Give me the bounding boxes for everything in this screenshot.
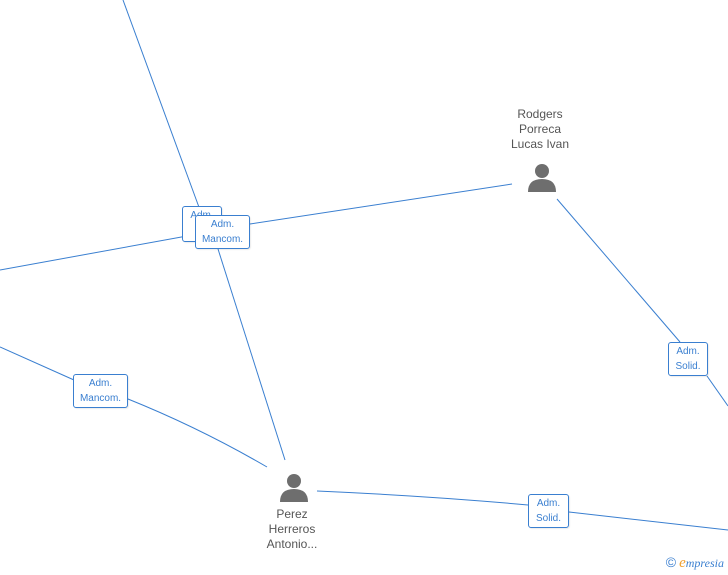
- relation-badge-mancom-top[interactable]: Adm. Mancom.: [195, 215, 250, 249]
- relation-label-line: Mancom.: [79, 393, 122, 404]
- person-icon[interactable]: [279, 472, 309, 502]
- edge-mancom-top-to-rodgers: [249, 183, 513, 225]
- person-icon[interactable]: [527, 162, 557, 192]
- edge-left-to-mancom-top: [0, 233, 199, 271]
- brand-initial: e: [679, 555, 686, 571]
- relation-label-line: Adm.: [536, 498, 561, 509]
- brand-watermark: ©empresia: [666, 554, 724, 572]
- edge-top-to-hidden: [122, 0, 201, 211]
- person-name-line: Antonio...: [266, 537, 318, 551]
- person-name-line: Perez: [276, 507, 308, 521]
- relation-label-line: Adm.: [210, 219, 235, 230]
- person-name-line: Porreca: [518, 122, 562, 136]
- edge-solid-bottom-to-offscreen: [568, 511, 728, 531]
- person-name-line: Rodgers: [517, 107, 563, 121]
- relation-badge-solid-bottom[interactable]: Adm. Solid.: [528, 494, 569, 528]
- person-name-line: Lucas Ivan: [510, 137, 570, 151]
- relation-label-line: Solid.: [535, 513, 561, 524]
- relation-label-line: Solid.: [675, 361, 701, 372]
- relation-badge-mancom-left[interactable]: Adm. Mancom.: [73, 374, 128, 408]
- edge-mancom-top-to-perez: [217, 248, 286, 461]
- relation-badge-solid-right[interactable]: Adm. Solid.: [668, 342, 708, 376]
- edge-rodgers-to-solid-right: [556, 198, 681, 343]
- edge-left-to-mancom-left: [0, 346, 75, 381]
- person-name-line: Herreros: [268, 522, 316, 536]
- edge-solid-right-to-offscreen: [706, 375, 728, 407]
- copyright-icon: ©: [665, 554, 677, 570]
- edge-mancom-left-to-perez: [127, 398, 268, 468]
- relation-label-line: Mancom.: [201, 234, 244, 245]
- edge-perez-to-solid-bottom: [316, 490, 529, 506]
- person-name-rodgers[interactable]: Rodgers Porreca Lucas Ivan: [490, 107, 590, 152]
- person-name-perez[interactable]: Perez Herreros Antonio...: [242, 507, 342, 552]
- relation-label-line: Adm.: [88, 378, 113, 389]
- relation-label-line: Adm.: [676, 346, 700, 357]
- brand-name: mpresia: [685, 556, 724, 570]
